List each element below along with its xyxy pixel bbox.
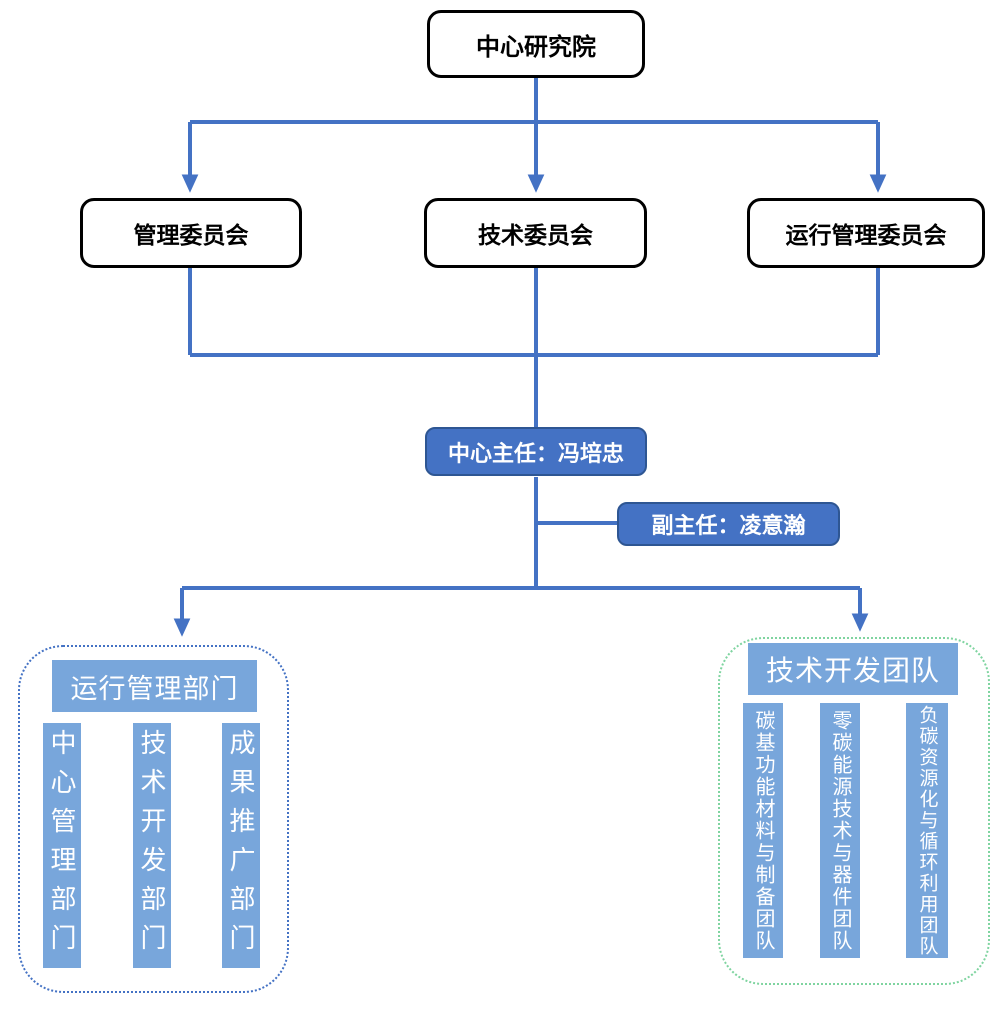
node-carbon-materials-team: 碳基功能材料与制备团队	[743, 703, 783, 958]
node-research-institute: 中心研究院	[427, 10, 645, 78]
node-achievement-promotion-dept: 成果推广部门	[222, 723, 260, 968]
node-deputy-director: 副主任：凌意瀚	[617, 502, 840, 546]
node-center-management-dept: 中心管理部门	[43, 723, 81, 968]
node-center-director: 中心主任：冯培忠	[425, 427, 647, 476]
group-frame-operations-departments	[18, 645, 289, 993]
group-header-tech-teams: 技术开发团队	[748, 643, 958, 695]
node-negative-carbon-recycling-team: 负碳资源化与循环利用团队	[906, 703, 948, 958]
group-frame-tech-teams	[718, 637, 990, 985]
node-management-committee: 管理委员会	[80, 198, 302, 268]
node-zero-carbon-energy-team: 零碳能源技术与器件团队	[820, 703, 860, 958]
group-header-operations-departments: 运行管理部门	[52, 660, 257, 712]
node-operations-management-committee: 运行管理委员会	[747, 198, 985, 268]
node-tech-development-dept: 技术开发部门	[133, 723, 171, 968]
node-technical-committee: 技术委员会	[424, 198, 647, 268]
